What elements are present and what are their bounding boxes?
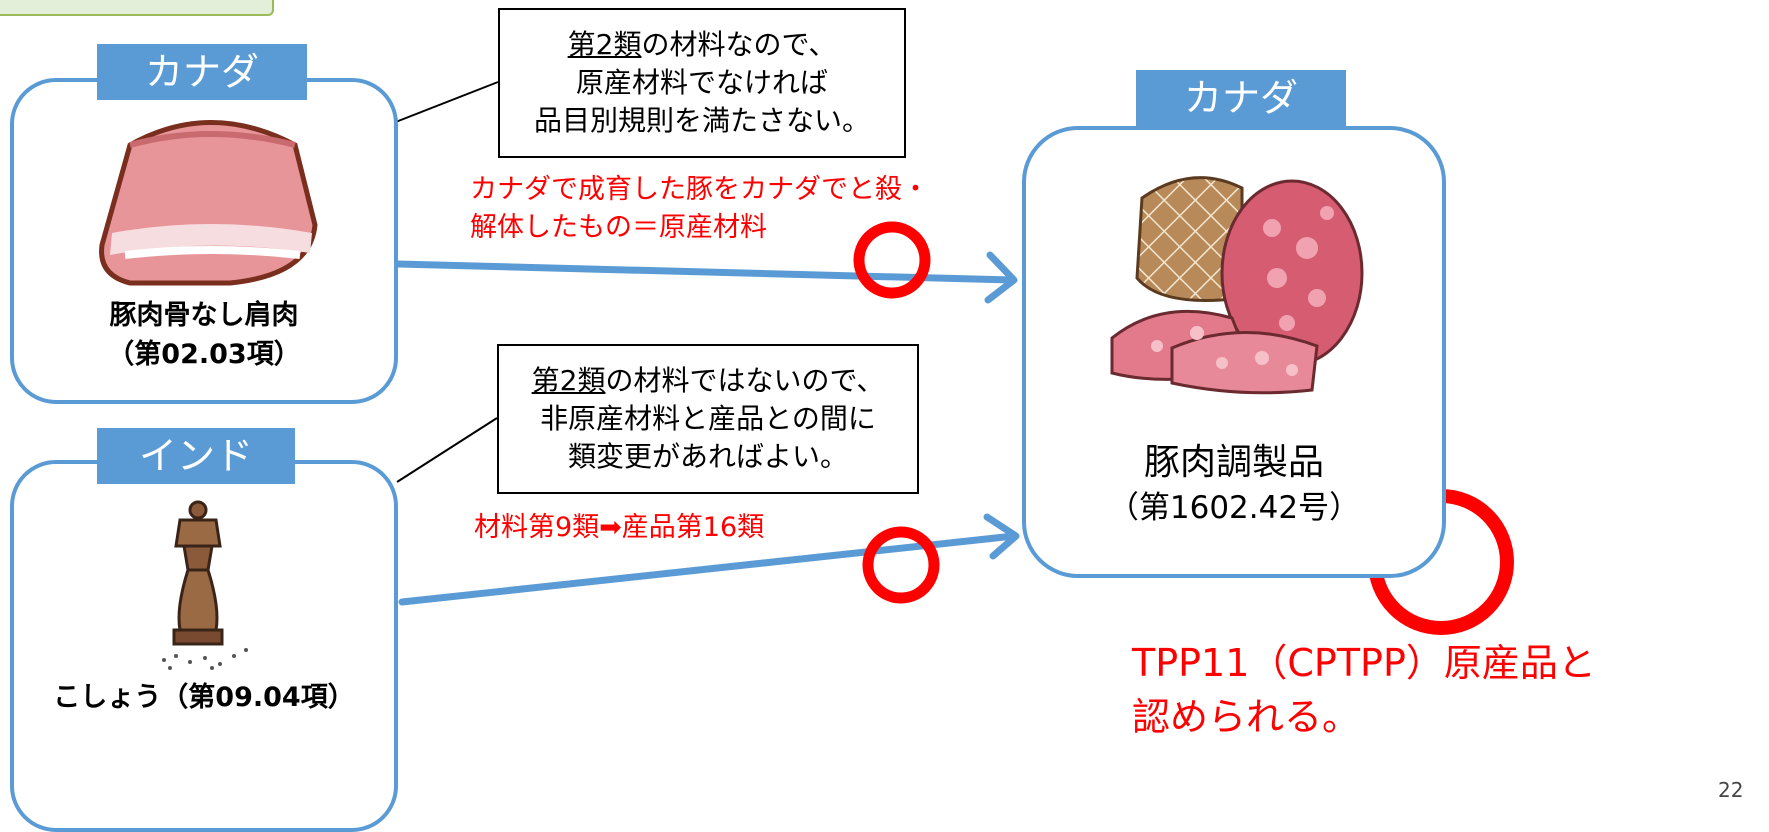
callout-top-line1-rest: の材料なので、 xyxy=(641,28,837,61)
circle-mark-icon xyxy=(862,526,940,604)
country-tab-canada: カナダ xyxy=(97,44,307,100)
circle-mark-icon xyxy=(853,221,931,299)
note-bottom: 材料第9類➡産品第16類 xyxy=(474,512,765,543)
note-top-line1: カナダで成育した豚をカナダでと殺・ xyxy=(470,174,929,205)
country-tab-india: インド xyxy=(97,428,295,484)
callout-top-line2: 原産材料でなければ xyxy=(575,66,828,99)
callout-bottom-underlined: 第2類 xyxy=(531,364,606,397)
sausage-ham-icon xyxy=(1102,168,1372,398)
product-heading: （第1602.42号） xyxy=(1107,490,1361,526)
page-number: 22 xyxy=(1718,778,1744,802)
callout-top-leader xyxy=(387,81,499,126)
arrow-icon xyxy=(394,251,1018,304)
result-line1: TPP11（CPTPP）原産品と xyxy=(1132,641,1596,685)
item-name-pork: 豚肉骨なし肩肉 xyxy=(109,300,299,331)
arrow-icon xyxy=(398,513,1020,606)
callout-bottom-leader xyxy=(396,417,498,483)
item-heading-pork: （第02.03項） xyxy=(107,339,301,370)
callout-bottom-line1-rest: の材料ではないので、 xyxy=(605,364,885,397)
callout-top-line3: 品目別規則を満たさない。 xyxy=(533,104,870,137)
result-line2: 認められる。 xyxy=(1132,695,1361,739)
slide-header-tab xyxy=(0,0,274,16)
callout-bottom-line3: 類変更があればよい。 xyxy=(567,440,848,473)
pepper-mill-icon xyxy=(150,498,260,678)
callout-top-underlined: 第2類 xyxy=(567,28,642,61)
note-top-line2: 解体したもの＝原産材料 xyxy=(470,212,767,243)
callout-bottom-line1: 第2類の材料ではないので、 xyxy=(499,362,917,400)
callout-bottom-line2: 非原産材料と産品との間に xyxy=(540,402,876,435)
country-tab-canada-product: カナダ xyxy=(1136,70,1346,126)
callout-top: 第2類の材料なので、 原産材料でなければ 品目別規則を満たさない。 xyxy=(498,8,906,158)
callout-bottom: 第2類の材料ではないので、 非原産材料と産品との間に 類変更があればよい。 xyxy=(497,344,919,494)
callout-top-line1: 第2類の材料なので、 xyxy=(500,26,904,64)
product-name: 豚肉調製品 xyxy=(1143,442,1324,483)
item-pepper: こしょう（第09.04項） xyxy=(53,682,355,713)
pork-shoulder-icon xyxy=(90,105,330,295)
